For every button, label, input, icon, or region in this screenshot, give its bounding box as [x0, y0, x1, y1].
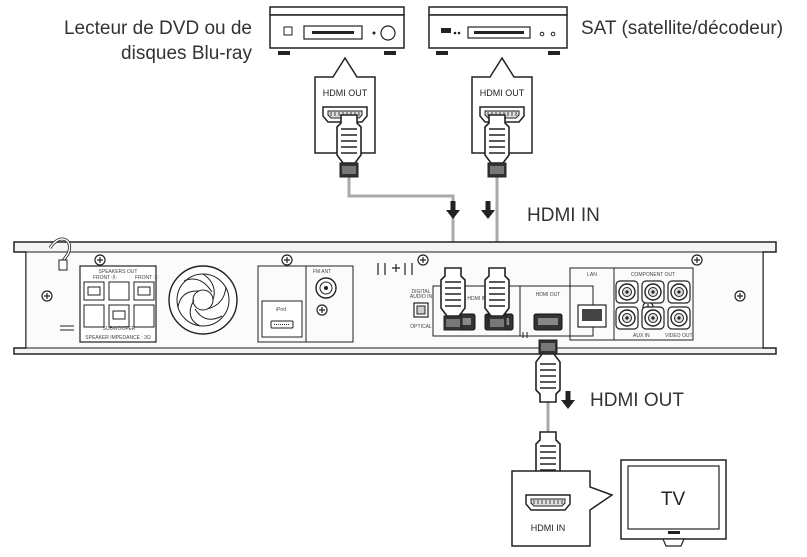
hdmi-in-label: HDMI IN — [527, 205, 600, 226]
dvd-player-device — [269, 6, 405, 55]
ipod-text: iPod — [276, 307, 286, 313]
home-theater-panel: SPEAKERS OUT FRONT Ⓡ FRONT Ⓛ SUBWOOFER S… — [13, 237, 777, 355]
hdmi-out-plug — [536, 340, 560, 402]
hdmi-out-label: HDMI OUT — [590, 390, 684, 411]
tv-hdmi-in-callout: HDMI IN — [511, 470, 614, 547]
lan-text: LAN — [587, 272, 597, 278]
hdmi-in-plug-1 — [440, 267, 466, 331]
sat-plug — [484, 114, 510, 178]
dvd-cable — [347, 174, 455, 268]
fan-grille — [168, 265, 238, 335]
dvd-player-label-line-1: Lecteur de DVD ou de — [63, 18, 252, 39]
fm-ant-jack — [315, 277, 337, 299]
arrow-down-icon — [446, 201, 460, 219]
tv-device: TV — [620, 459, 727, 547]
subwoofer-text: SUBWOOFER — [103, 326, 136, 332]
speaker-impedance-text: SPEAKER IMPEDANCE : 3Ω — [85, 335, 151, 341]
panel-hdmi-in-text: HDMI IN — [467, 296, 487, 302]
dvd-plug — [336, 114, 362, 178]
front-l-text: FRONT Ⓛ — [135, 274, 159, 281]
front-r-text: FRONT Ⓡ — [93, 274, 117, 281]
optical-text: OPTICAL — [410, 324, 432, 330]
arrow-down-icon — [481, 201, 495, 219]
video-out-text: VIDEO OUT — [665, 333, 693, 339]
hdmi-out-port — [533, 313, 563, 331]
tv-screen-text: TV — [661, 489, 686, 510]
speakers-out-text: SPEAKERS OUT — [99, 269, 138, 275]
dvd-player-label-line-2: disques Blu-ray — [121, 43, 252, 64]
dvd-callout-text: HDMI OUT — [323, 88, 368, 98]
digital-text-1: DIGITAL — [411, 289, 430, 295]
panel-hdmi-out-text: HDMI OUT — [536, 292, 561, 298]
component-out-text: COMPONENT OUT — [631, 272, 675, 278]
fm-ant-text: FM ANT — [313, 269, 331, 275]
hdmi-in-plug-2 — [484, 267, 510, 331]
sat-box-device — [428, 6, 568, 55]
tv-callout-text: HDMI IN — [531, 523, 566, 533]
sat-callout-text: HDMI OUT — [480, 88, 525, 98]
arrow-down-icon — [561, 391, 575, 409]
dvd-player-label: Lecteur de DVD ou de disques Blu-ray — [64, 16, 252, 66]
speakers-out-block: SPEAKERS OUT FRONT Ⓡ FRONT Ⓛ SUBWOOFER S… — [60, 265, 159, 343]
digital-text-2: AUDIO IN — [410, 294, 433, 300]
aux-in-text: AUX IN — [633, 333, 650, 339]
sat-box-label: SAT (satellite/décodeur) — [581, 18, 784, 39]
